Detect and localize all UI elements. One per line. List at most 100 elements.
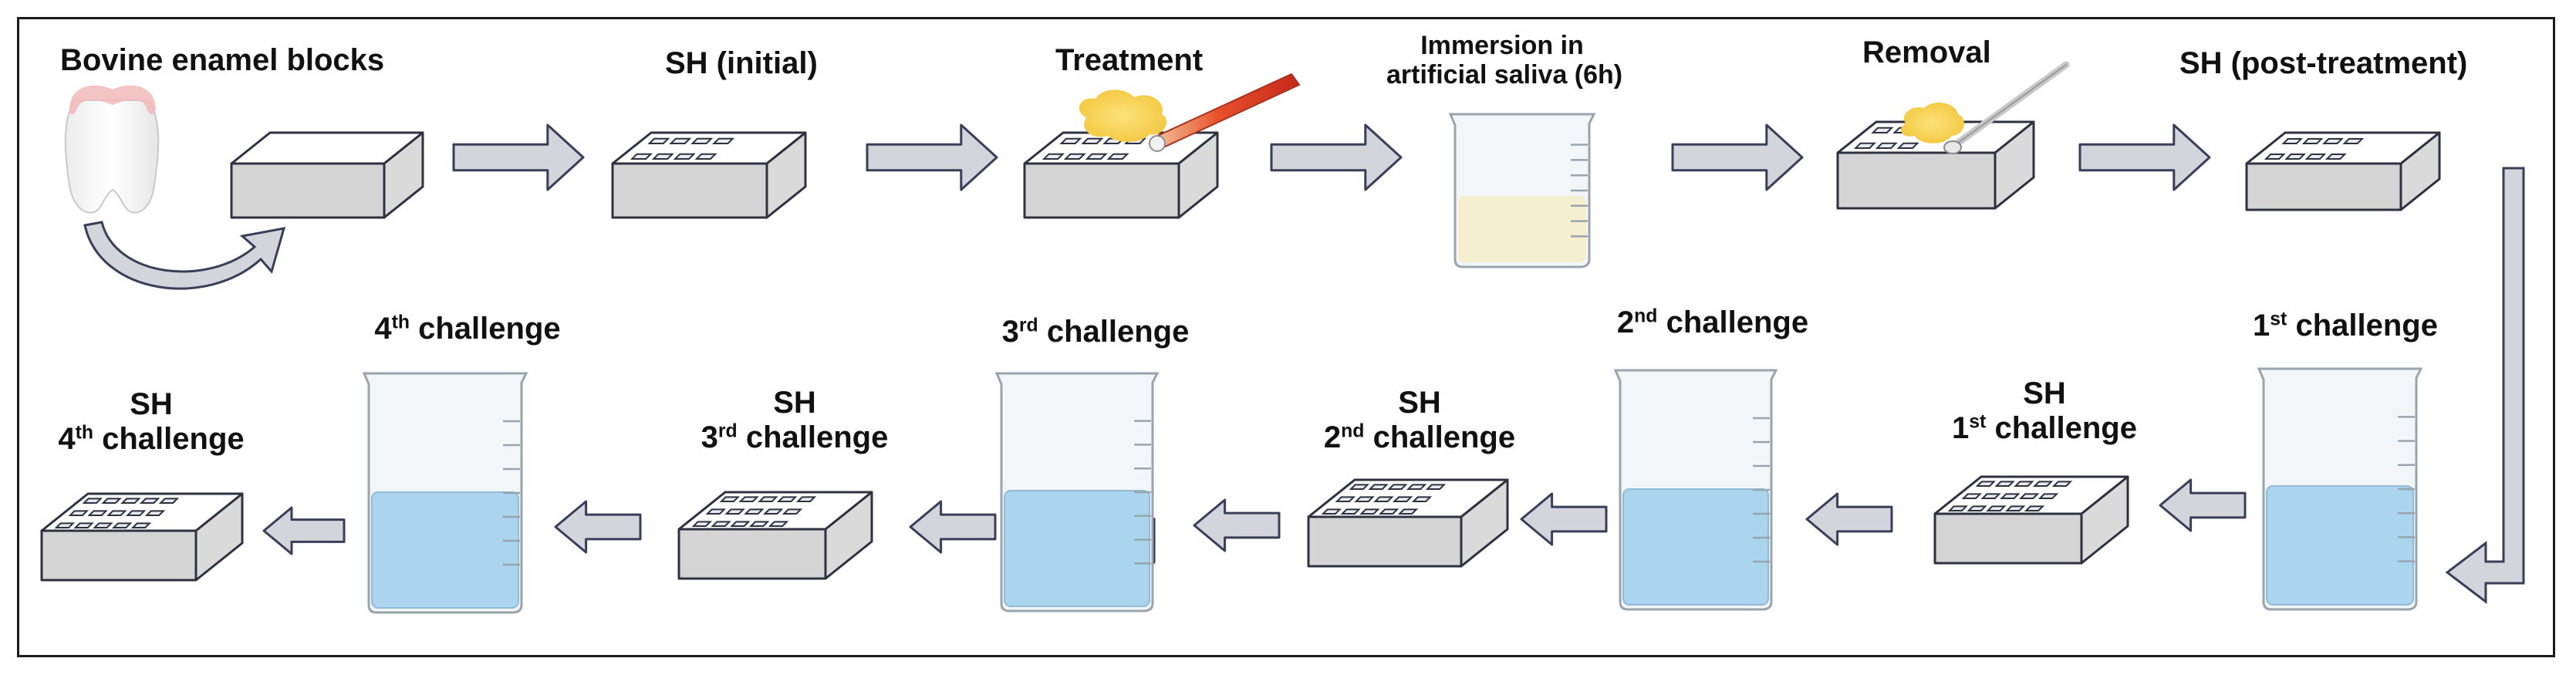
beaker-icon [362,372,528,614]
ordinal-suffix: th [75,422,93,444]
indentation-mark [647,137,670,144]
challenge-word: challenge [1994,410,2137,445]
indentation-mark [669,137,692,144]
label-immersion-line1: Immersion in [1420,31,1584,60]
enamel-block-icon [611,131,807,219]
enamel-block-icon [677,491,873,580]
label-bovine-enamel-blocks: Bovine enamel blocks [60,43,385,77]
flow-arrow-right [2078,123,2211,191]
removal-gel-blob [1901,103,1964,143]
beaker-liquid [371,491,519,609]
indentation-mark [1059,137,1082,144]
indentation-mark [2304,154,2327,160]
indentation-mark [2038,493,2059,499]
indentation-mark [1980,493,2001,499]
beaker-liquid [1622,488,1769,606]
indentation-mark [2004,505,2026,511]
indentation-mark [1368,484,1389,490]
flow-arrow-right [452,123,585,191]
indentation-mark [719,496,741,502]
indentation-mark [1967,505,1987,511]
indentation-mark [1871,127,1894,133]
treatment-gel-blob [1079,89,1167,142]
flow-arrow-left [1520,492,1608,546]
ordinal-suffix: nd [1634,305,1658,327]
sh-word: SH [2023,376,2066,410]
tooth-icon [64,85,160,214]
ordinal-number: 2 [1323,420,1342,454]
label-immersion-line2: artificial saliva (6h) [1386,60,1623,90]
indentation-mark [120,498,141,504]
indentation-mark [1387,484,1408,490]
indentation-mark [1975,481,1997,487]
ordinal-suffix: nd [1341,420,1365,442]
indentation-mark [1340,508,1361,515]
removal-spatula-icon [1943,61,2070,154]
indentation-mark [630,153,653,160]
indentation-mark [762,508,784,515]
indentation-mark [748,521,770,527]
challenge-word: challenge [2295,309,2438,343]
beaker-icon [1448,113,1596,268]
sh-word: SH [1398,386,1441,420]
indentation-mark [1354,496,1375,502]
challenge-word: challenge [1372,420,1516,454]
ordinal-number: 3 [1001,315,1019,349]
indentation-mark [144,510,166,516]
indentation-mark [1392,496,1413,502]
label-sh-2nd-challenge: SH 2nd challenge [1312,386,1528,455]
ordinal-suffix: rd [717,420,738,442]
indentation-mark [1321,508,1342,515]
indentation-mark [1063,153,1086,160]
indentation-mark [93,522,113,528]
flow-arrow-right [1270,123,1403,191]
ordinal-number: 1 [2253,309,2270,343]
label-sh-3rd-challenge: SH 3rd challenge [687,386,903,455]
ordinal-suffix: st [2270,309,2287,330]
sh-word: SH [773,386,816,420]
beaker-liquid [2266,485,2414,606]
indentation-mark [691,521,713,527]
indentation-mark [795,496,817,502]
label-3rd-challenge: 3rd challenge [988,315,1204,349]
indentation-mark [673,153,696,160]
indentation-mark [2301,138,2324,144]
indentation-mark [694,153,717,160]
curved-arrow-icon [83,221,286,290]
indentation-mark [1085,153,1108,160]
connector-arrow-down-left [2445,167,2525,605]
indentation-mark [2051,481,2073,487]
beaker-liquid [1458,196,1586,262]
indentation-mark [1961,493,1983,499]
flow-arrow-right [1671,123,1804,191]
indentation-mark [2322,138,2344,144]
indentation-mark [87,510,108,516]
enamel-block-icon [1307,478,1509,568]
indentation-mark [1986,505,2007,511]
indentation-mark [724,508,745,515]
sh-word: SH [130,387,173,421]
indentation-mark [2024,505,2045,511]
enamel-block-icon [40,492,244,582]
indentation-mark [1397,508,1419,515]
ordinal-number: 2 [1616,305,1635,339]
indentation-mark [54,522,76,528]
indentation-mark [111,522,133,528]
indentation-mark [705,508,727,515]
challenge-word: challenge [745,420,889,454]
flow-arrow-right [866,123,998,191]
label-removal: Removal [1862,35,1991,69]
indentation-mark [73,522,94,528]
enamel-block-icon [1023,131,1219,219]
indentation-mark [2032,481,2054,487]
indentation-mark [730,521,751,527]
flow-arrow-left [1193,498,1281,552]
ordinal-suffix: th [391,312,410,333]
label-sh-initial: SH (initial) [665,46,818,80]
challenge-word: challenge [102,421,245,456]
indentation-mark [782,508,803,515]
indentation-mark [82,498,103,504]
label-immersion-artificial-saliva: Immersion in artificial saliva (6h) [1386,31,1622,89]
indentation-mark [68,510,89,516]
